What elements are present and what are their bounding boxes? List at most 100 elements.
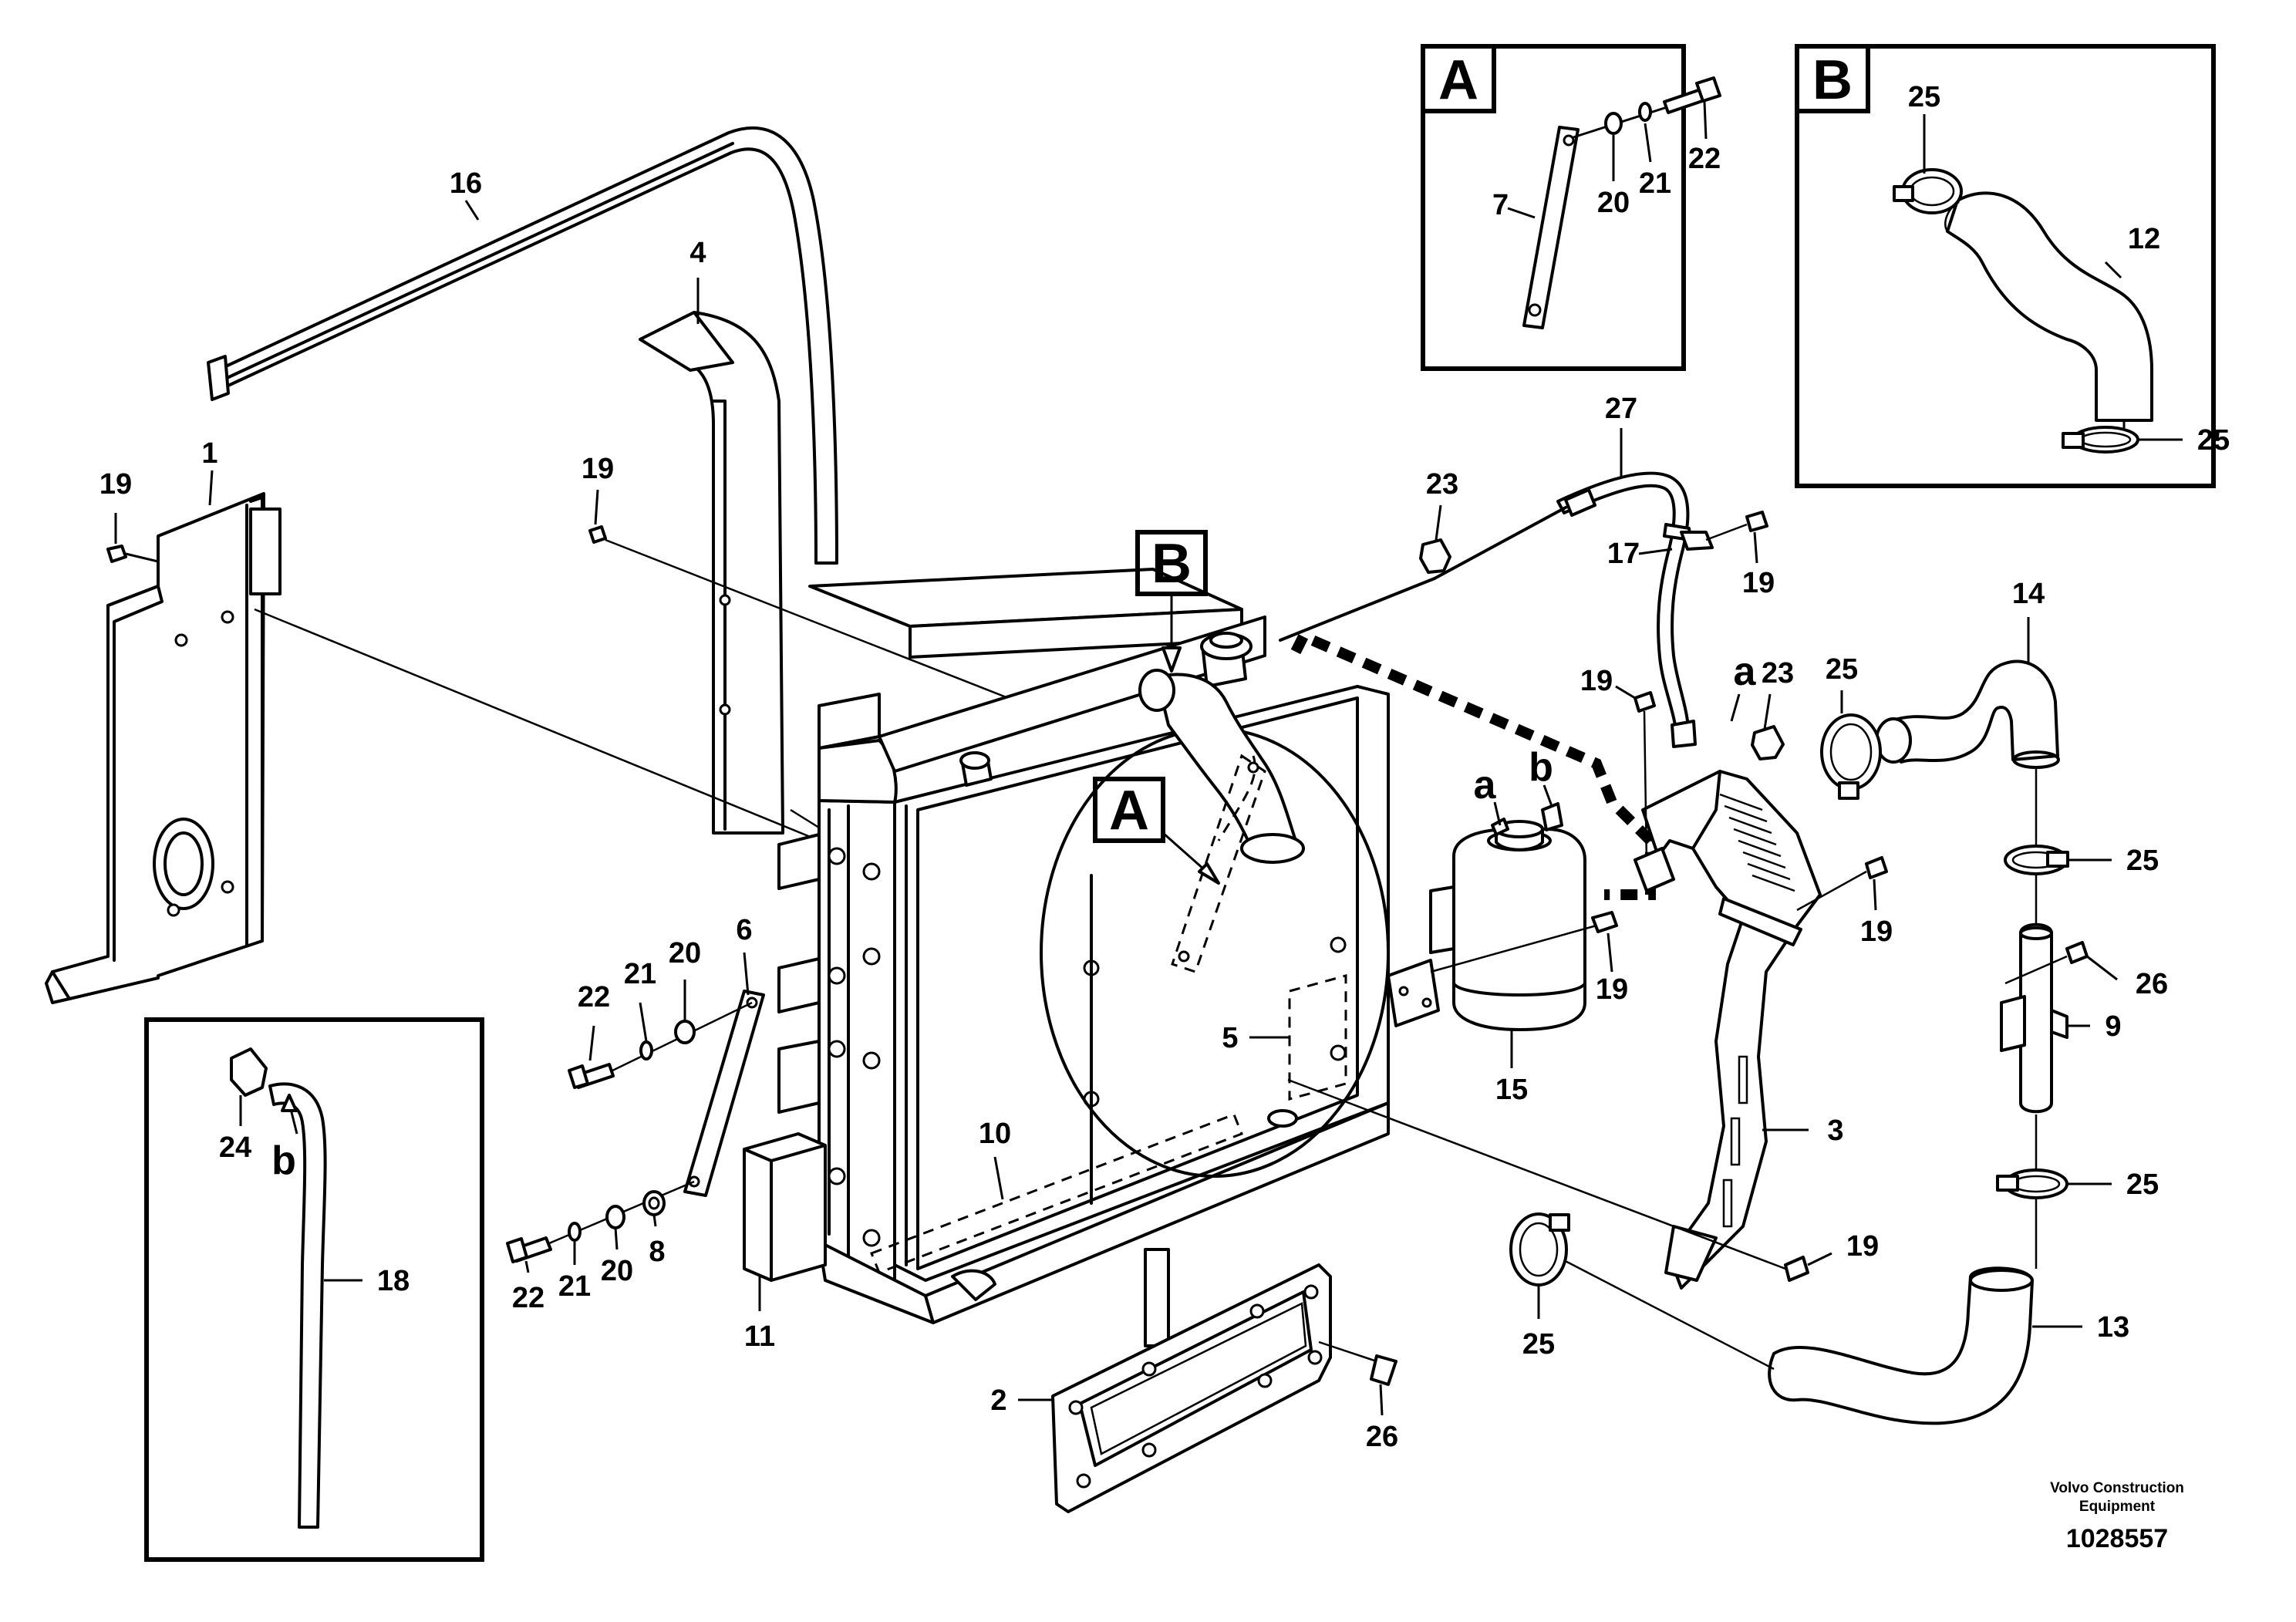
hose-12-detail: [1946, 191, 2153, 422]
brand-line-2: Equipment: [2079, 1499, 2156, 1515]
callout-25-detail-bottom: 25: [2197, 424, 2230, 457]
callout-19-d: 19: [1860, 916, 1893, 948]
callout-25-detail-top: 25: [1908, 81, 1940, 113]
callout-25-d: 25: [1522, 1328, 1555, 1361]
callout-7: 7: [1492, 189, 1509, 221]
callout-26-upper: 26: [2136, 968, 2168, 1000]
side-panel-1: 1: [45, 437, 282, 1004]
callout-20-detail: 20: [1597, 187, 1630, 219]
callout-12: 12: [2128, 223, 2160, 255]
clamp-25-c: 25: [1996, 1114, 2159, 1201]
callout-22-detail: 22: [1688, 143, 1721, 175]
callout-5: 5: [1222, 1022, 1238, 1054]
callout-16: 16: [450, 167, 482, 200]
bracket-6: 6: [683, 914, 765, 1197]
panel-4: 4: [639, 237, 784, 835]
callout-21-detail: 21: [1639, 167, 1671, 200]
callout-13: 13: [2097, 1311, 2129, 1344]
detail-box-a-label: A: [1438, 49, 1478, 111]
callout-25-a: 25: [1826, 653, 1858, 686]
callout-25-b: 25: [2126, 845, 2159, 877]
radiator-assembly: [777, 568, 1390, 1347]
callout-24: 24: [219, 1131, 251, 1164]
detail-box-hose-18: b 24 18: [144, 1017, 484, 1562]
callout-15: 15: [1495, 1074, 1528, 1106]
mark-b-detail: b: [271, 1138, 296, 1183]
callout-17: 17: [1607, 538, 1640, 570]
view-marker-a: A: [1093, 777, 1220, 885]
callout-11: 11: [744, 1320, 775, 1353]
bracket-3: 3: [1641, 770, 1844, 1290]
fastener-set-lower: 22 21 20 8: [506, 1180, 695, 1314]
bolt-19-tank: 19: [1430, 911, 1628, 1006]
bolt-19-left: 19 19: [99, 453, 614, 563]
part-11: 11: [743, 1132, 827, 1353]
clamp-25-d: 25: [1509, 1212, 1570, 1361]
detail-box-a: A 7 20 21 22: [1421, 44, 1721, 371]
part-5: 5: [1222, 974, 1347, 1101]
callout-1: 1: [201, 437, 217, 470]
reference-number: 1028557: [2065, 1524, 2169, 1553]
connector-24: [230, 1047, 268, 1097]
callout-2: 2: [990, 1384, 1006, 1417]
overflow-hose-path: [1290, 629, 1656, 900]
detail-box-b: B 25 12 25: [1795, 44, 2230, 488]
part-10: 10: [870, 1113, 1243, 1274]
hose-13: 13: [1557, 1199, 2129, 1425]
expansion-tank-15: a b 15: [1387, 745, 1586, 1106]
callout-19-c: 19: [1580, 665, 1613, 697]
washer-20-detail: [1604, 112, 1623, 135]
clamp-25-a: 25: [1820, 653, 1882, 800]
callout-14: 14: [2012, 578, 2045, 610]
callout-19-e: 19: [1846, 1230, 1879, 1263]
caption-block: Volvo Construction Equipment 1028557: [2021, 1479, 2213, 1554]
callout-20-lower: 20: [601, 1255, 633, 1287]
detail-box-b-label: B: [1812, 49, 1853, 111]
callout-21-lower: 21: [558, 1270, 591, 1303]
clamp-25-b: 25: [2004, 767, 2159, 877]
hose-27: 27 17 19 a: [1279, 393, 1775, 748]
connector-23-upper: 23: [1419, 468, 1458, 574]
callout-21-upper: 21: [624, 958, 656, 990]
bolt-26-upper: 26: [2004, 941, 2168, 1000]
upper-hose: [1138, 669, 1305, 864]
callout-19-b: 19: [582, 453, 614, 485]
view-marker-b-label: B: [1151, 533, 1192, 595]
mark-a-hose: a: [1734, 649, 1757, 694]
seal-16: 16: [207, 126, 838, 565]
callout-9: 9: [2105, 1010, 2121, 1043]
bracket-7-detail: [1522, 126, 1580, 329]
callout-20-upper: 20: [669, 937, 701, 969]
callout-10: 10: [979, 1118, 1011, 1150]
bracket-3-slots: [1719, 793, 1795, 1228]
callout-27: 27: [1605, 393, 1637, 425]
callout-8: 8: [649, 1236, 665, 1268]
callout-25-c: 25: [2126, 1168, 2159, 1201]
fastener-set-upper: 22 21 20: [568, 937, 753, 1089]
tube-9: 9: [2000, 875, 2122, 1114]
brand-line-1: Volvo Construction: [2050, 1480, 2184, 1496]
callout-4: 4: [689, 237, 706, 269]
hose-18: [268, 1082, 327, 1529]
callout-23-upper: 23: [1426, 468, 1458, 501]
callout-22-upper: 22: [578, 981, 610, 1013]
hose-14: 14: [1875, 578, 2060, 769]
callout-19-a: 19: [99, 468, 132, 501]
callout-18: 18: [377, 1265, 410, 1297]
bolt-19-bracket: 19 19 19: [1287, 665, 1893, 1282]
callout-19-f: 19: [1742, 567, 1775, 599]
callout-19-tank: 19: [1596, 973, 1628, 1006]
mark-b-tank: b: [1529, 745, 1553, 790]
mark-a-tank: a: [1474, 763, 1497, 808]
callout-26-lower: 26: [1366, 1421, 1398, 1453]
view-marker-b: B: [1135, 530, 1208, 673]
cover-plate-2: 2 26: [990, 1263, 1398, 1513]
callout-6: 6: [736, 914, 752, 946]
callout-3: 3: [1827, 1114, 1843, 1147]
callout-23-lower: 23: [1762, 657, 1794, 690]
view-marker-a-label: A: [1109, 780, 1149, 841]
lock-washer-21-detail: [1638, 102, 1652, 122]
connector-23-lower: 23: [1751, 657, 1794, 760]
callout-22-lower: 22: [512, 1282, 544, 1314]
